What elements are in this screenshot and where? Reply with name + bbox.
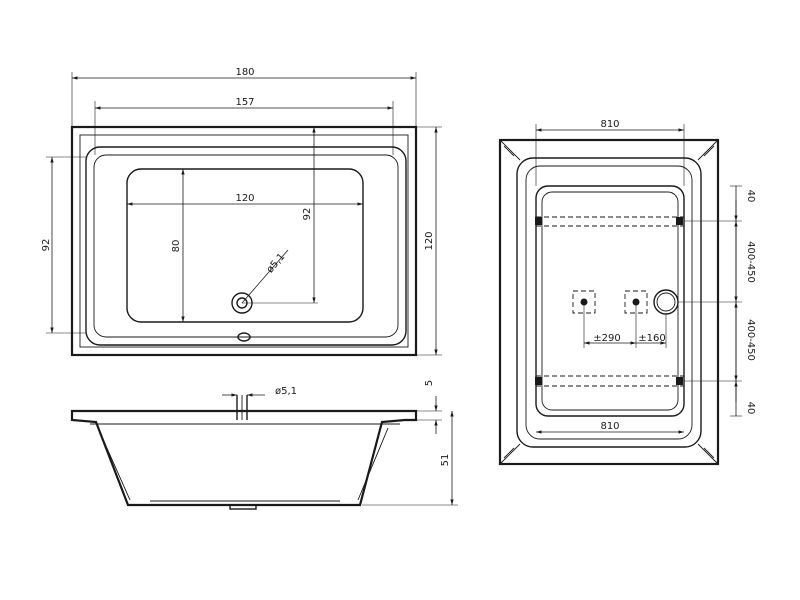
dim-span-lower: 400-450 xyxy=(745,319,756,361)
center-foot-right-box xyxy=(624,290,648,314)
dim-rim-thickness: 5 xyxy=(424,380,435,386)
foot-top-left xyxy=(535,217,542,225)
dim-overall-length: 180 xyxy=(235,67,254,78)
dim-frame-bottom-width: 810 xyxy=(600,421,619,432)
basin-floor xyxy=(126,168,364,323)
dim-span-upper: 400-450 xyxy=(745,241,756,283)
dim-pos-160: ±160 xyxy=(638,333,665,344)
tub-outer-rim xyxy=(70,125,418,357)
dim-inner-length: 157 xyxy=(235,97,254,108)
dim-edge-bottom: 40 xyxy=(745,402,756,415)
dim-side-drain-diameter: ø5,1 xyxy=(275,386,297,397)
side-view: ø5,1 5 51 xyxy=(70,380,458,510)
basin-inner-edge xyxy=(93,154,399,338)
overflow-hole xyxy=(237,332,251,342)
side-drain-outlet xyxy=(229,504,257,510)
dim-basin-depth: 80 xyxy=(171,240,182,253)
dim-edge-top: 40 xyxy=(745,190,756,203)
dim-pos-290: ±290 xyxy=(593,333,620,344)
dim-frame-top-width: 810 xyxy=(600,119,619,130)
frame-bevel xyxy=(516,157,702,448)
basin-top-edge xyxy=(85,146,407,346)
dim-overall-width: 92 xyxy=(41,239,52,252)
tub-inner-rim xyxy=(79,134,409,348)
frame-drain xyxy=(653,289,679,315)
foot-bottom-right xyxy=(676,377,683,385)
frame-basin xyxy=(535,185,685,417)
center-foot-left-box xyxy=(572,290,596,314)
top-view: 180 157 120 92 120 80 92 ø5,1 xyxy=(41,67,442,357)
dim-total-height: 51 xyxy=(440,454,451,467)
dim-drain-offset: 92 xyxy=(302,208,313,221)
frame-view: 810 810 40 400-450 400-450 40 ±290 ±160 xyxy=(498,119,756,466)
dim-rim-width: 120 xyxy=(424,231,435,250)
side-profile xyxy=(70,409,418,507)
dim-basin-length: 120 xyxy=(235,193,254,204)
foot-top-right xyxy=(676,217,683,225)
foot-bottom-left xyxy=(535,377,542,385)
